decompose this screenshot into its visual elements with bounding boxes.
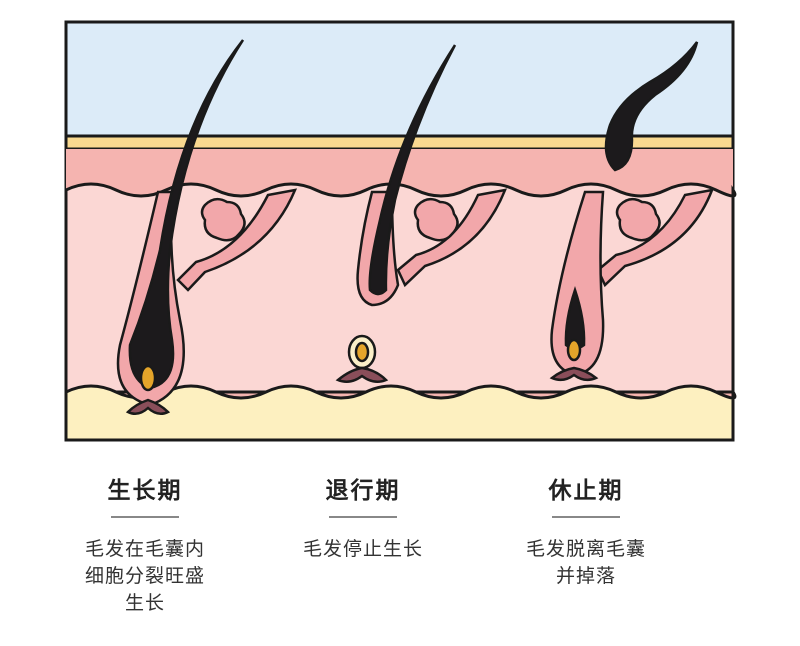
divider (329, 516, 397, 518)
stage-description: 毛发停止生长 (253, 536, 473, 563)
blood-vessel (335, 366, 389, 384)
desc-line: 细胞分裂旺盛 (84, 565, 205, 587)
stage-telogen: 休止期 毛发脱离毛囊 并掉落 (476, 474, 696, 590)
dermal-papilla (566, 338, 582, 362)
dermal-papilla (139, 364, 157, 392)
desc-line: 毛发停止生长 (302, 538, 423, 560)
desc-line: 并掉落 (555, 565, 616, 587)
stage-title: 生长期 (107, 478, 183, 504)
hair-growth-cycle-diagram (64, 20, 737, 442)
divider (111, 516, 179, 518)
stage-catagen: 退行期 毛发停止生长 (253, 474, 473, 563)
catagen-follicle (335, 44, 507, 384)
stage-title: 退行期 (325, 478, 401, 504)
desc-line: 毛发脱离毛囊 (525, 538, 646, 560)
telogen-follicle (549, 41, 714, 382)
stage-description: 毛发在毛囊内 细胞分裂旺盛 生长 (35, 536, 255, 617)
stage-title: 休止期 (548, 478, 624, 504)
blood-vessel (125, 398, 171, 416)
divider (552, 516, 620, 518)
desc-line: 生长 (124, 592, 165, 614)
anagen-follicle (116, 39, 298, 416)
fat-layer (64, 384, 737, 442)
stage-anagen: 生长期 毛发在毛囊内 细胞分裂旺盛 生长 (35, 474, 255, 617)
blood-vessel (549, 366, 599, 382)
stage-description: 毛发脱离毛囊 并掉落 (476, 536, 696, 590)
desc-line: 毛发在毛囊内 (84, 538, 205, 560)
sebaceous-duct (176, 188, 298, 292)
hair-shaft (368, 44, 457, 296)
sebaceous-gland (200, 197, 246, 242)
shedding-hair (604, 41, 699, 172)
